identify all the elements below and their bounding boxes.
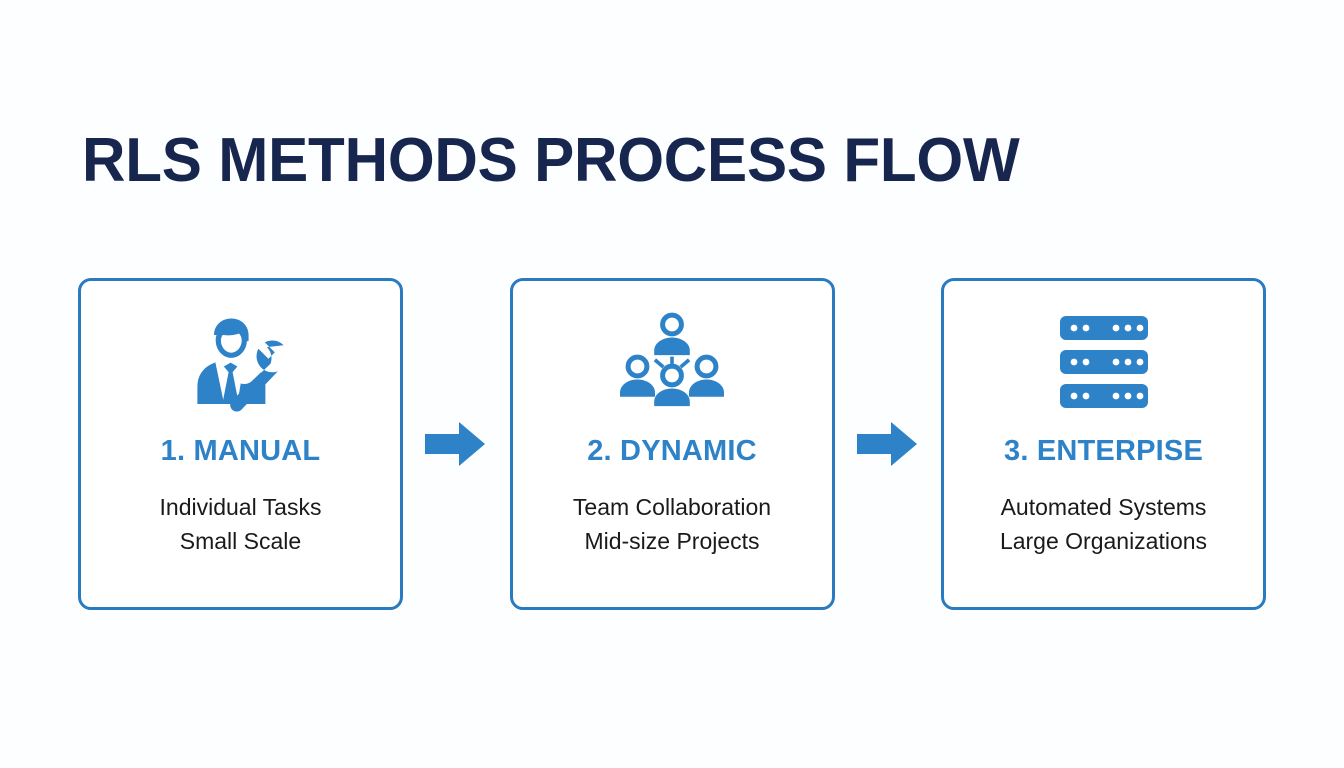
- flow-step-line-2: Large Organizations: [999, 528, 1208, 554]
- flow-step-heading: 3. ENTERPISE: [1003, 435, 1203, 467]
- flow-step-heading: 1. MANUAL: [160, 435, 321, 467]
- arrow-right-icon: [853, 418, 923, 470]
- flow-step-line-1: Team Collaboration: [572, 494, 772, 520]
- page-title: RLS METHODS PROCESS FLOW: [82, 126, 1020, 195]
- arrow-right-icon: [421, 418, 491, 470]
- flow-step-line-2: Small Scale: [179, 528, 302, 554]
- technician-wrench-icon: [190, 303, 292, 421]
- flow-step-heading: 2. DYNAMIC: [587, 435, 757, 467]
- flow-step-line-1: Automated Systems: [1000, 494, 1207, 520]
- flow-step-line-1: Individual Tasks: [159, 494, 322, 520]
- flow-step-line-2: Mid-size Projects: [584, 528, 760, 554]
- flow-step-card-manual[interactable]: 1. MANUAL Individual Tasks Small Scale: [78, 278, 403, 610]
- flow-step-card-enterpise[interactable]: 3. ENTERPISE Automated Systems Large Org…: [941, 278, 1266, 610]
- flow-step-description: Automated Systems Large Organizations: [1000, 490, 1207, 558]
- server-rack-icon: [1059, 303, 1148, 421]
- flow-step-description: Team Collaboration Mid-size Projects: [573, 490, 771, 558]
- team-network-icon: [620, 303, 724, 421]
- process-flow-diagram: 1. MANUAL Individual Tasks Small Scale: [78, 278, 1266, 610]
- flow-step-card-dynamic[interactable]: 2. DYNAMIC Team Collaboration Mid-size P…: [509, 278, 835, 610]
- flow-step-description: Individual Tasks Small Scale: [160, 490, 322, 558]
